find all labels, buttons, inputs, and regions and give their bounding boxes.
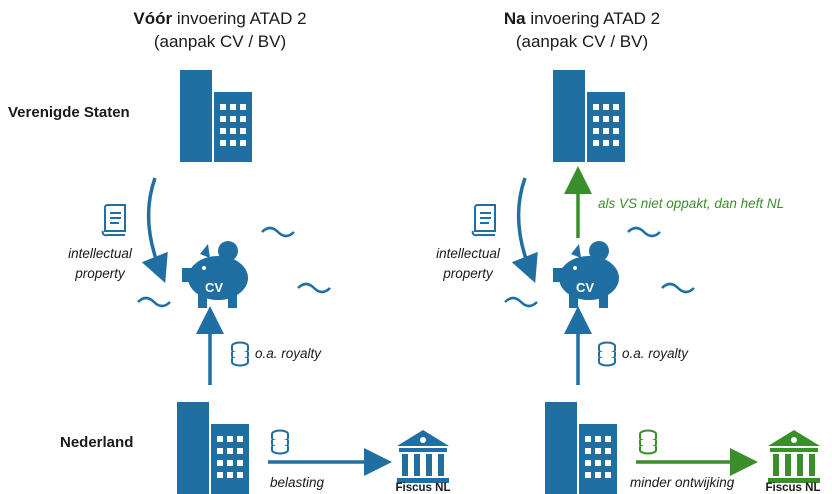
row-label-nl: Nederland bbox=[60, 434, 134, 451]
us-building-icon bbox=[553, 70, 625, 162]
wave-icon bbox=[627, 226, 661, 238]
ip-label-line2: property bbox=[75, 266, 125, 281]
fiscus-label: Fiscus NL bbox=[395, 482, 451, 494]
left-title-rest: invoering ATAD 2 bbox=[172, 9, 307, 28]
cv-label: CV bbox=[575, 280, 595, 295]
coin-stack-icon bbox=[598, 341, 616, 367]
left-title: Vóór invoering ATAD 2 bbox=[110, 8, 330, 30]
wave-icon bbox=[504, 296, 538, 308]
bank-icon bbox=[397, 430, 449, 483]
row-label-us: Verenigde Staten bbox=[8, 104, 130, 121]
piggy-bank-icon bbox=[182, 241, 248, 308]
flow-label: minder ontwijking bbox=[630, 475, 735, 490]
wave-icon bbox=[137, 296, 171, 308]
ip-label-line2: property bbox=[443, 266, 493, 281]
nl-building-icon bbox=[177, 402, 249, 494]
right-title-rest: invoering ATAD 2 bbox=[525, 9, 661, 28]
flow-label: belasting bbox=[270, 475, 325, 490]
right-title: Na invoering ATAD 2 bbox=[472, 8, 692, 30]
coin-stack-icon bbox=[271, 429, 289, 455]
ip-label-line1: intellectual bbox=[68, 246, 132, 261]
ip-transfer-arrow bbox=[141, 177, 168, 284]
royalty-label: o.a. royalty bbox=[255, 346, 322, 361]
wave-icon bbox=[261, 226, 295, 238]
cv-label: CV bbox=[204, 280, 224, 295]
nl-building-icon bbox=[545, 402, 617, 494]
piggy-bank-icon bbox=[553, 241, 619, 308]
ip-label: intellectual property bbox=[428, 244, 508, 284]
ip-transfer-arrow bbox=[511, 177, 538, 284]
coin-stack-icon bbox=[639, 429, 657, 455]
green-note: als VS niet oppakt, dan heft NL bbox=[598, 196, 785, 211]
ip-label-line1: intellectual bbox=[436, 246, 500, 261]
ip-label: intellectual property bbox=[60, 244, 140, 284]
coin-stack-icon bbox=[231, 341, 249, 367]
scroll-icon bbox=[101, 204, 126, 237]
left-title-bold: Vóór bbox=[133, 9, 173, 28]
wave-icon bbox=[661, 282, 695, 294]
us-building-icon bbox=[180, 70, 252, 162]
right-subtitle: (aanpak CV / BV) bbox=[515, 32, 649, 51]
right-title-bold: Na bbox=[503, 9, 526, 28]
bank-icon bbox=[768, 430, 820, 483]
fiscus-label: Fiscus NL bbox=[765, 482, 821, 494]
royalty-label: o.a. royalty bbox=[622, 346, 689, 361]
scroll-icon bbox=[471, 204, 496, 237]
wave-icon bbox=[297, 282, 331, 294]
left-subtitle: (aanpak CV / BV) bbox=[153, 32, 287, 51]
